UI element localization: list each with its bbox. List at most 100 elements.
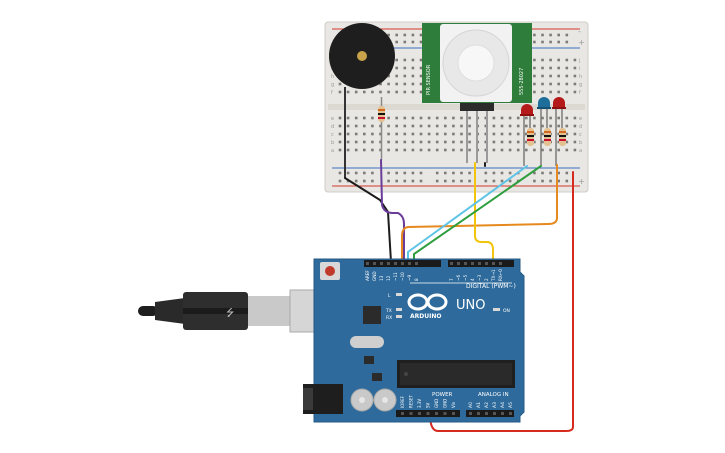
digital-pin-label: ~10 [400,272,405,281]
analog-pin-socket[interactable] [493,412,496,415]
digital-pin-socket[interactable] [450,262,453,265]
rail-hole [419,179,423,183]
led-red-1-rim [520,114,534,116]
led-blue-rim [537,107,551,109]
digital-pin-socket[interactable] [387,262,390,265]
breadboard-hole [549,90,552,94]
rail-plus-label-bottom: + [578,177,585,186]
analog-pin-socket[interactable] [477,412,480,415]
rail-hole [419,40,423,44]
digital-pin-socket[interactable] [478,262,481,265]
power-pin-socket[interactable] [443,412,447,415]
breadboard-hole [549,66,552,70]
analog-pin-socket[interactable] [469,412,472,415]
digital-pin-socket[interactable] [415,262,418,265]
analog-pin-socket[interactable] [501,412,504,415]
breadboard-hole [411,148,415,152]
digital-pin-socket[interactable] [401,262,404,265]
breadboard-hole [338,124,342,128]
analog-pin-socket[interactable] [485,412,488,415]
breadboard-hole [484,140,488,144]
usb-chip [363,306,381,324]
digital-pin-socket[interactable] [408,262,411,265]
breadboard-hole [444,132,447,136]
pir-label-right: 555-28027 [519,68,525,95]
model-text: UNO [456,298,485,313]
breadboard-hole [419,124,423,128]
breadboard-hole [557,148,560,152]
breadboard-hole [525,124,528,128]
breadboard-hole [363,140,366,144]
breadboard-hole [387,82,390,86]
digital-pin-socket[interactable] [464,262,467,265]
digital-pin-socket[interactable] [394,262,397,265]
digital-pin-label: ~3 [477,274,482,281]
breadboard-hole [541,148,544,152]
power-pin-socket[interactable] [418,412,421,415]
rail-hole [549,171,552,175]
digital-pin-socket[interactable] [380,262,383,265]
breadboard-hole [387,90,390,94]
resistor-band [544,139,551,141]
rail-hole [395,33,398,37]
digital-pin-socket[interactable] [485,262,488,265]
analog-pin-label: A0 [468,402,474,408]
usb-icon: ⭍ [226,307,234,319]
rail-hole [363,171,366,175]
power-pin-label: IOREF [400,395,405,408]
digital-pin-socket[interactable] [373,262,376,265]
rail-hole [387,171,390,175]
digital-pin-socket[interactable] [499,262,502,265]
breadboard-hole [508,116,512,120]
power-pin-socket[interactable] [409,412,413,415]
resistor-band [544,131,551,133]
rail-hole [346,171,350,175]
power-pin-socket[interactable] [435,412,438,415]
digital-pin-socket[interactable] [492,262,495,265]
breadboard-hole [444,124,447,128]
digital-pin-socket[interactable] [457,262,460,265]
analog-pin-label: A5 [508,402,514,408]
row-label: i [579,66,580,72]
rail-hole [500,179,504,183]
breadboard-hole [500,140,504,144]
breadboard-hole [565,148,569,152]
led-on [493,308,500,311]
breadboard-hole [557,116,560,120]
breadboard-hole [363,124,366,128]
power-pin-socket[interactable] [452,412,455,415]
breadboard-hole [549,116,552,120]
analog-pin-socket[interactable] [509,412,512,415]
digital-pin-label: ~6 [456,274,461,281]
breadboard-hole [541,124,544,128]
breadboard-hole [354,132,358,136]
breadboard-hole [363,132,366,136]
digital-pin-socket[interactable] [471,262,474,265]
usb-strain-relief [155,298,185,324]
led-red-1-body [521,104,533,115]
rail-hole [565,171,569,175]
led-group [520,97,566,166]
analog-pin-label: A4 [500,402,506,408]
breadboard-hole [444,148,447,152]
breadboard-hole [427,140,431,144]
rail-hole [403,33,407,37]
led-red-1 [520,104,534,116]
breadboard-hole [452,124,455,128]
breadboard-hole [516,140,520,144]
power-pin-socket[interactable] [401,412,404,415]
rail-hole [387,179,390,183]
breadboard-hole [363,116,366,120]
breadboard-hole [452,148,455,152]
row-label: d [579,124,582,130]
reset-button[interactable] [325,266,335,276]
rail-plus-label: + [578,38,585,47]
breadboard-hole [533,58,536,62]
digital-pin-socket[interactable] [366,262,369,265]
power-pin-label: GND [434,399,439,408]
power-pin-socket[interactable] [426,412,430,415]
breadboard-hole [403,90,407,94]
pir-dome-inner [457,44,495,82]
breadboard-hole [533,116,536,120]
